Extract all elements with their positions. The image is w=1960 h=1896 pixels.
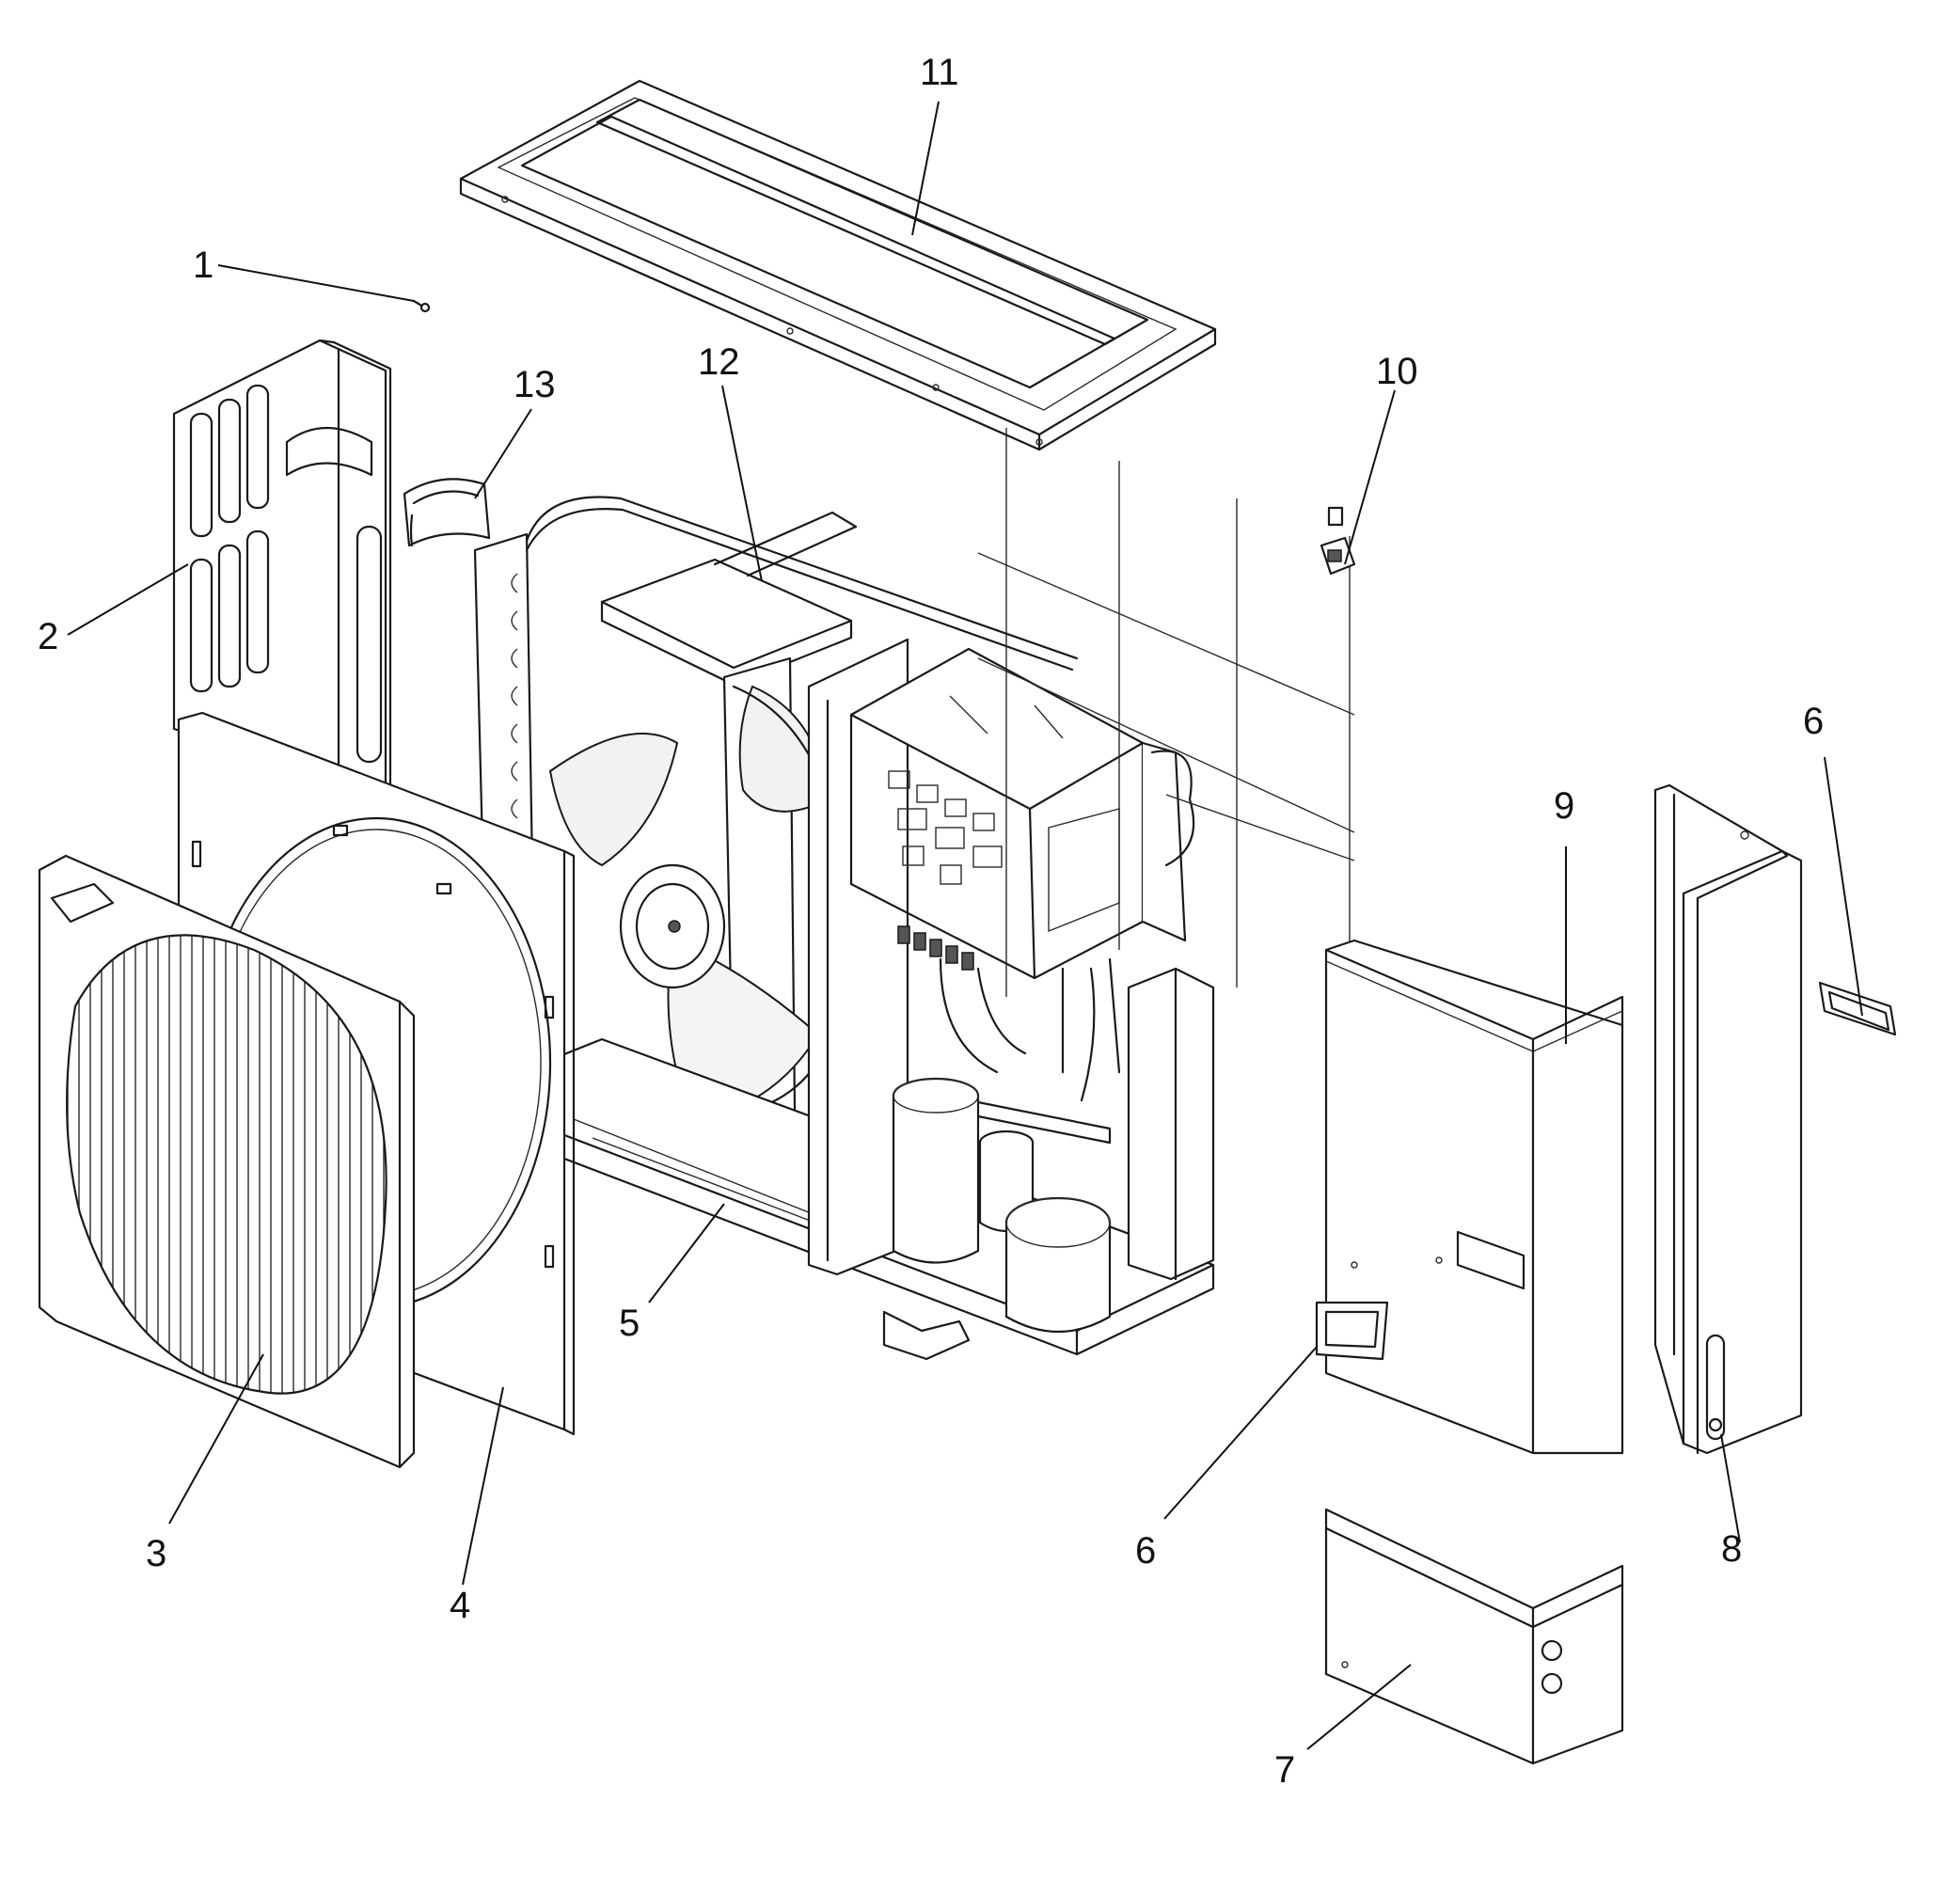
handle-side — [1818, 981, 1897, 1036]
screw — [412, 299, 431, 313]
callout-6-side: 6 — [1803, 701, 1824, 742]
internal-components — [807, 638, 1215, 1334]
service-panel-upper — [1324, 939, 1624, 1455]
callout-9: 9 — [1554, 785, 1574, 827]
callout-12: 12 — [698, 341, 740, 383]
callout-4: 4 — [450, 1585, 470, 1626]
leader-lines — [67, 101, 1863, 1750]
handle-front — [1315, 1301, 1389, 1361]
callout-labels: 1 2 3 4 5 6 6 7 8 9 10 11 12 13 — [38, 52, 1824, 1791]
callout-7: 7 — [1274, 1749, 1295, 1791]
left-side-panel — [172, 339, 392, 798]
callout-10: 10 — [1376, 351, 1418, 392]
callout-2: 2 — [38, 616, 58, 657]
temperature-sensor — [1320, 506, 1356, 576]
rear-wire-guard — [977, 428, 1355, 1006]
service-panel-lower — [1324, 1508, 1624, 1765]
right-side-panel — [1653, 783, 1803, 1455]
callout-5: 5 — [619, 1303, 640, 1344]
callout-11: 11 — [920, 52, 959, 93]
callout-6-front: 6 — [1135, 1530, 1156, 1572]
callout-8: 8 — [1721, 1528, 1742, 1570]
callout-13: 13 — [514, 364, 556, 405]
callout-3: 3 — [146, 1533, 166, 1574]
callout-1: 1 — [193, 245, 213, 286]
top-panel — [459, 79, 1217, 451]
small-guard — [403, 478, 491, 547]
front-grille — [38, 854, 416, 1469]
